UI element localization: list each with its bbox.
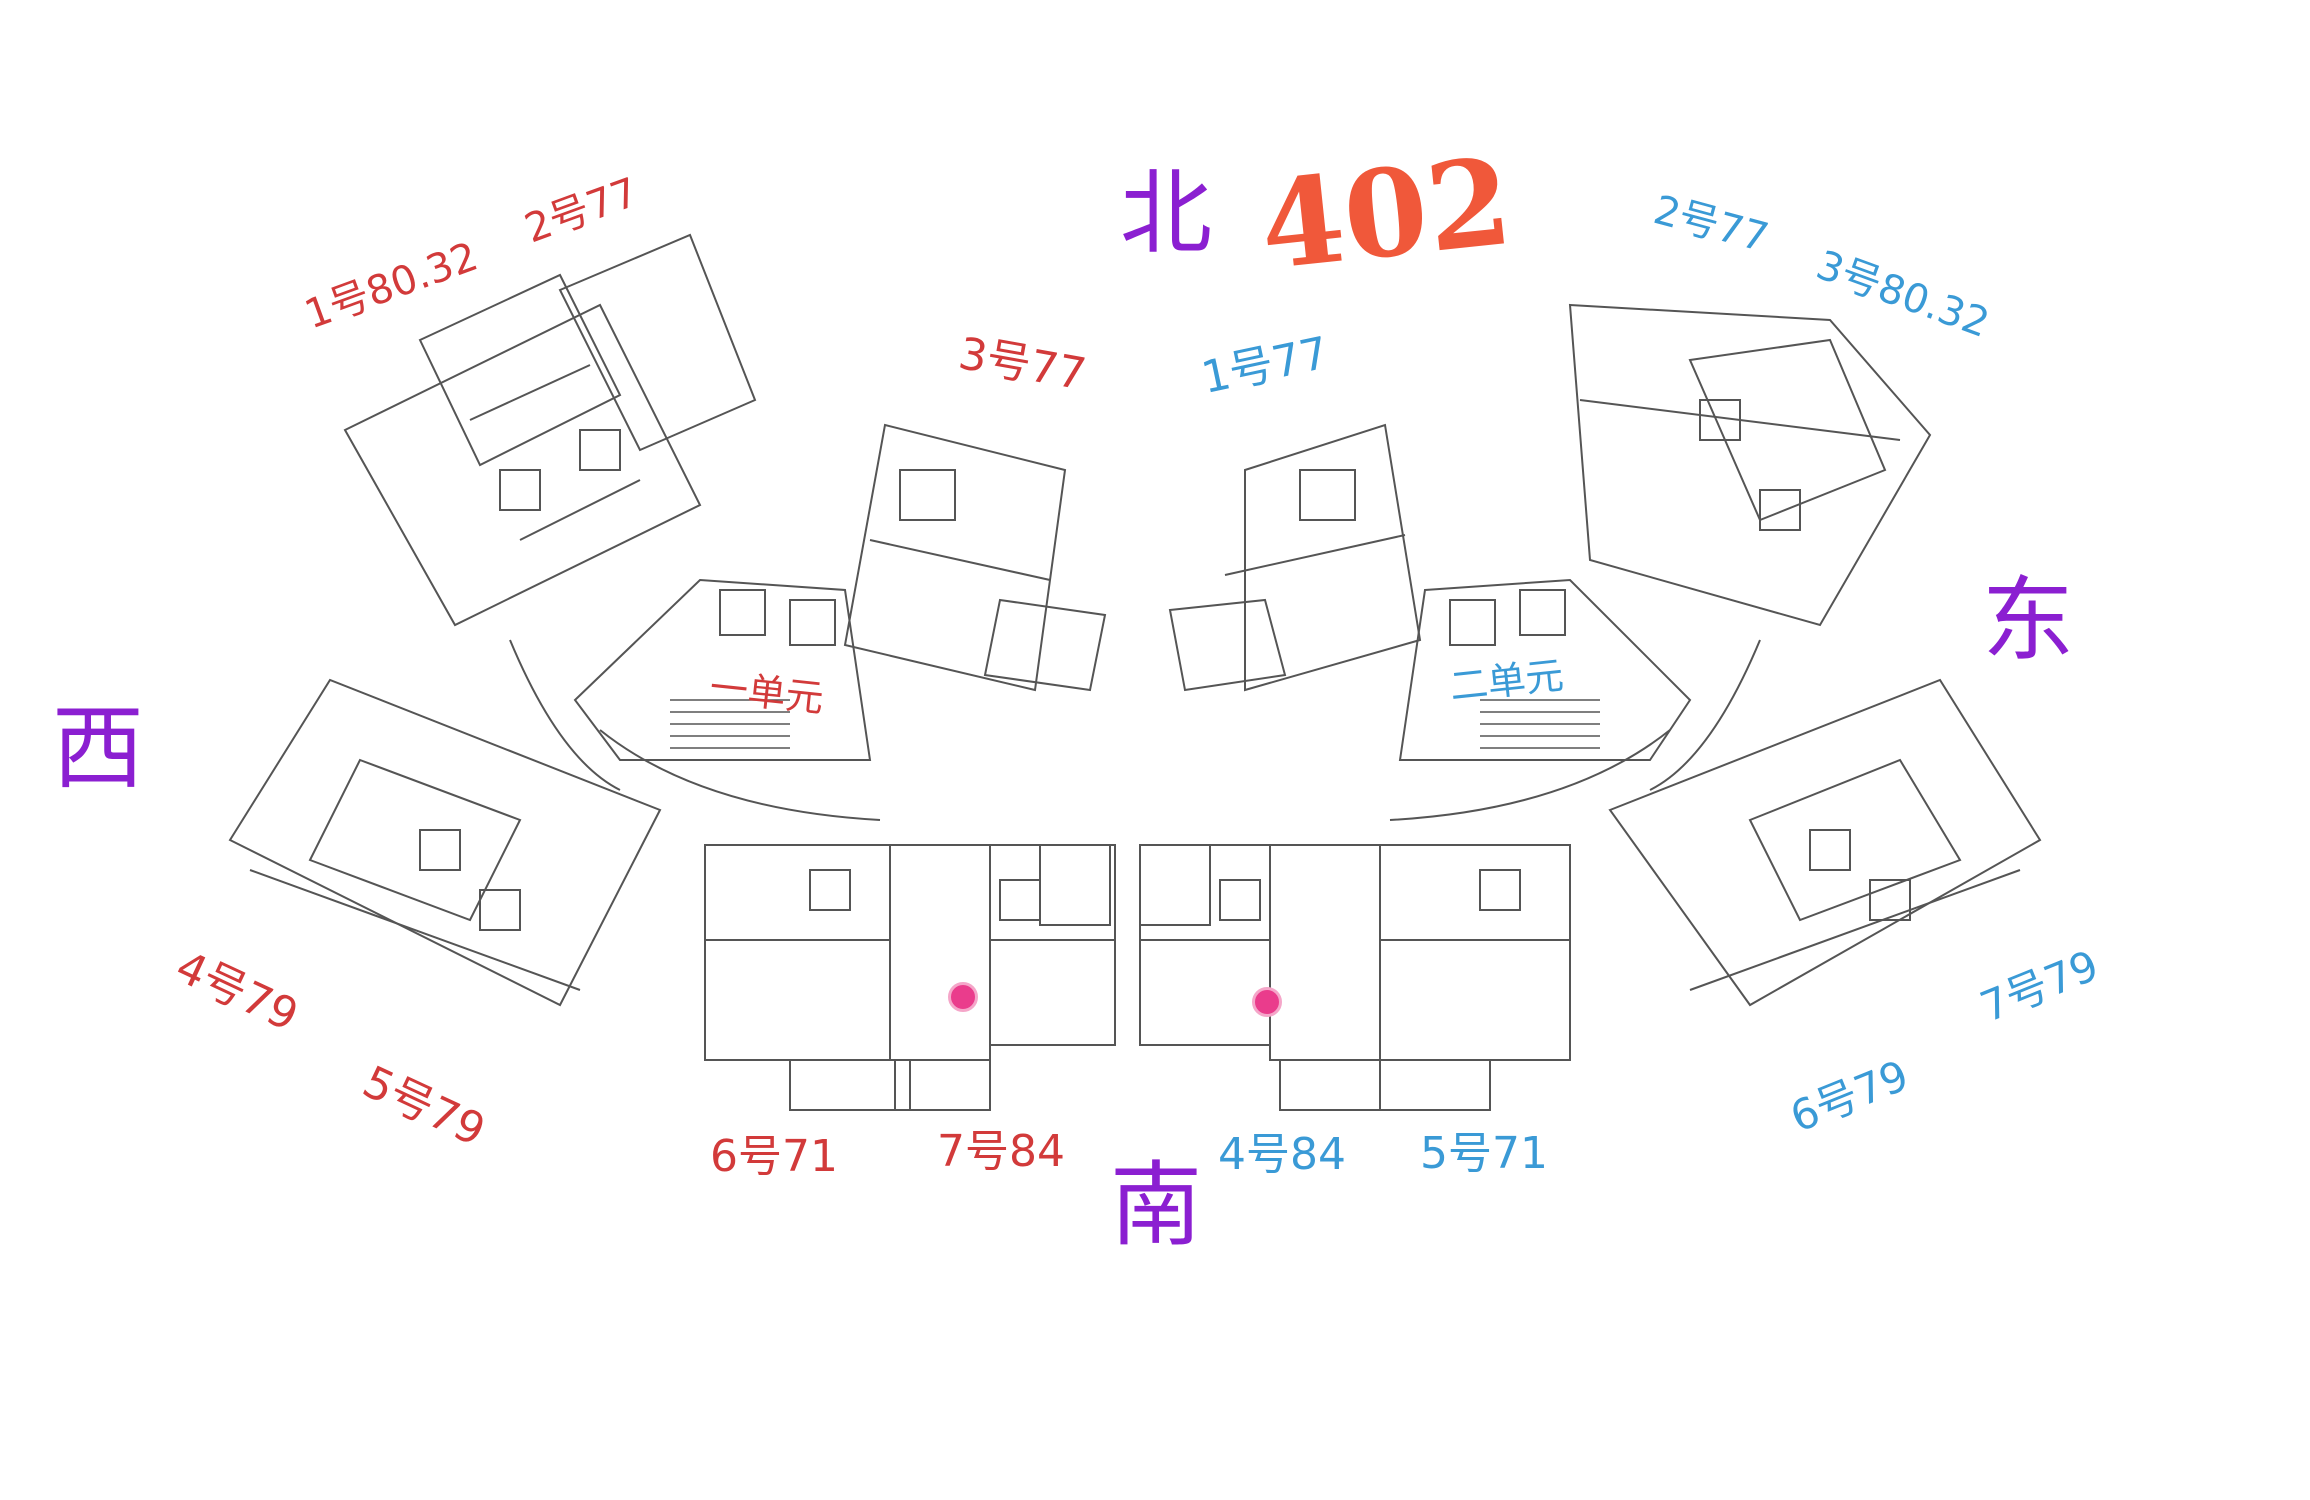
direction-east: 东 bbox=[1982, 567, 2075, 674]
unit-one-nw-apartments bbox=[343, 233, 757, 627]
unit-one-label: 一单元 bbox=[707, 665, 826, 721]
unit-one-north-apartment bbox=[843, 423, 1107, 692]
unit-two-apartment-4: 4号84 bbox=[1218, 1129, 1346, 1180]
floor-number-title: 402 bbox=[1253, 130, 1518, 298]
unit-one-apartment-7: 7号84 bbox=[937, 1126, 1065, 1177]
direction-west: 西 bbox=[52, 695, 145, 802]
direction-south: 南 bbox=[1110, 1152, 1203, 1259]
unit-two-core bbox=[1389, 578, 1761, 821]
unit-two-north-apartment bbox=[1168, 423, 1422, 692]
direction-north: 北 bbox=[1120, 160, 1213, 267]
unit-two-se-apartments bbox=[1608, 678, 2042, 1007]
unit-one-south-apartments bbox=[704, 844, 1116, 1111]
unit-one-apartment-7-marker bbox=[948, 982, 978, 1012]
unit-two-apartment-5: 5号71 bbox=[1420, 1128, 1548, 1179]
unit-one-apartment-6: 6号71 bbox=[710, 1131, 838, 1182]
unit-two-apartment-4-marker bbox=[1252, 987, 1282, 1017]
unit-two-ne-apartments bbox=[1568, 303, 1932, 627]
unit-two-label: 二单元 bbox=[1447, 653, 1566, 709]
unit-two-south-apartments bbox=[1139, 844, 1571, 1111]
unit-one-sw-apartments bbox=[228, 678, 662, 1007]
unit-one-core bbox=[509, 578, 881, 821]
